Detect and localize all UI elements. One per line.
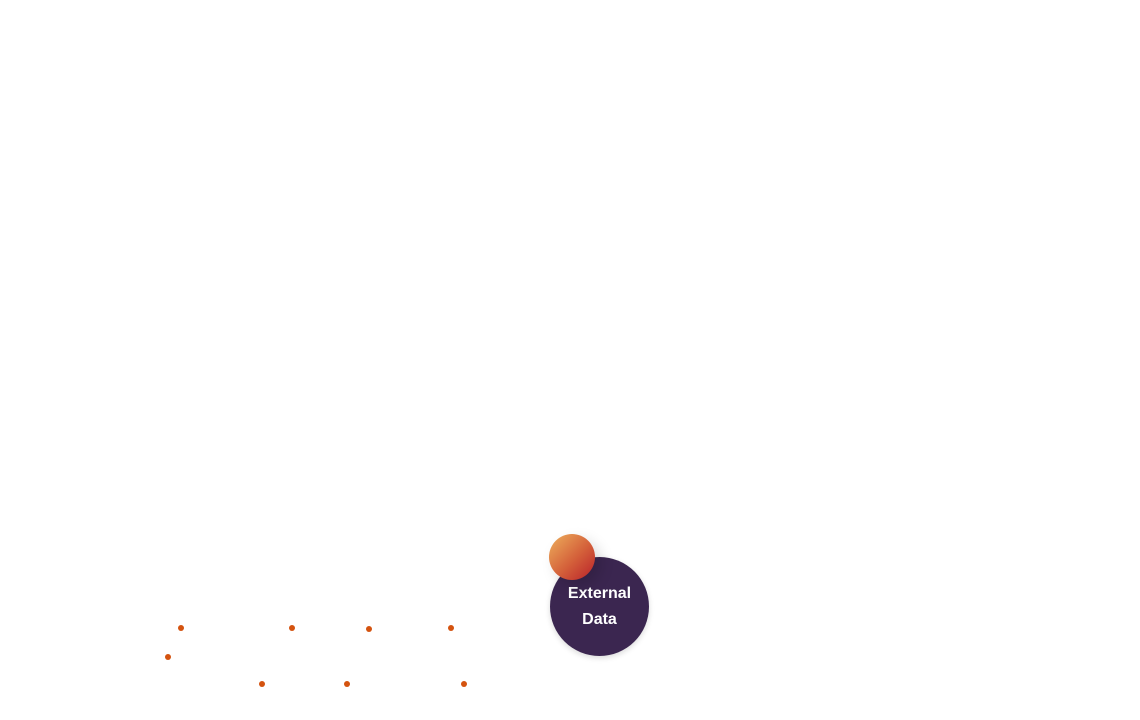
scatter-dot [289, 625, 295, 631]
node-label-line2: Data [582, 610, 617, 628]
node-label: External Data [568, 581, 631, 633]
scatter-dot [259, 681, 265, 687]
scatter-dot [366, 626, 372, 632]
scatter-dot [344, 681, 350, 687]
scatter-dot [461, 681, 467, 687]
scatter-dot [165, 654, 171, 660]
node-label-line1: External [567, 584, 632, 602]
external-data-node[interactable]: External Data [550, 557, 649, 656]
scatter-dot [448, 625, 454, 631]
scatter-dot [178, 625, 184, 631]
gradient-orb-icon [549, 534, 595, 580]
